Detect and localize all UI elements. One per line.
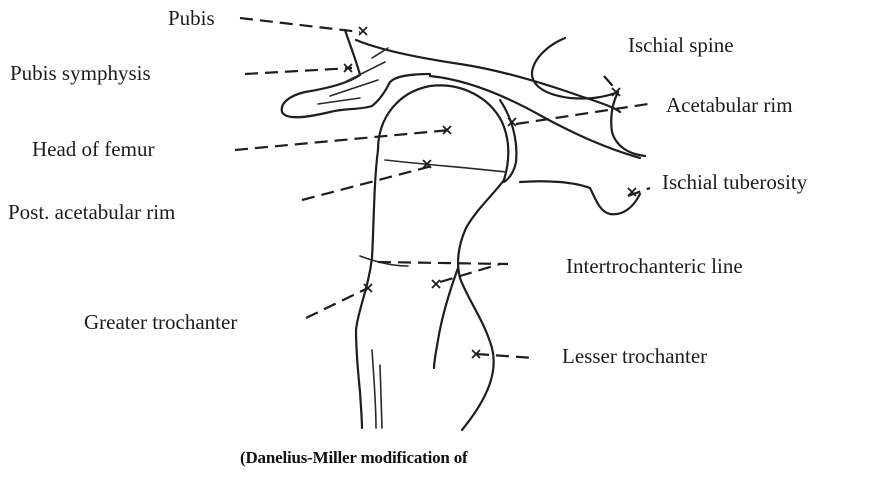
leader-lesser-trochanter <box>476 354 534 358</box>
label-post-acetabular-rim: Post. acetabular rim <box>8 202 175 223</box>
label-pubis: Pubis <box>168 8 215 29</box>
label-pubis-symphysis: Pubis symphysis <box>10 63 151 84</box>
figure-caption: (Danelius-Miller modification of <box>240 448 467 468</box>
label-ischial-tuberosity: Ischial tuberosity <box>662 172 807 193</box>
leader-intertrochanteric-line-2 <box>440 264 500 282</box>
label-lesser-trochanter: Lesser trochanter <box>562 346 707 367</box>
pubic-ramus-lower-outline <box>330 74 430 112</box>
label-greater-trochanter: Greater trochanter <box>84 312 237 333</box>
leader-pubis-symphysis <box>245 68 352 74</box>
marker-intertrochanteric-line <box>432 280 440 288</box>
leader-ischial-spine <box>604 76 618 92</box>
pubis-hatch-4 <box>318 98 360 104</box>
leader-post-acetabular-rim <box>302 166 432 200</box>
femur-medial-outline <box>458 180 504 430</box>
label-acetabular-rim: Acetabular rim <box>666 95 793 116</box>
label-head-of-femur: Head of femur <box>32 139 154 160</box>
ischial-spine-outline <box>532 38 618 99</box>
label-intertrochanteric-line: Intertrochanteric line <box>566 256 743 277</box>
neck-transverse-line <box>385 160 506 172</box>
ischium-posterior-outline <box>611 92 645 156</box>
superior-pubic-ramus-line <box>356 40 620 112</box>
label-ischial-spine: Ischial spine <box>628 35 734 56</box>
ischial-tuberosity-outline <box>520 181 640 214</box>
leader-head-of-femur <box>235 130 450 150</box>
leader-intertrochanteric-line <box>378 262 508 264</box>
pubis-hatch-3 <box>330 80 378 96</box>
shaft-inner-line-2 <box>380 365 382 428</box>
marker-pubis <box>359 27 367 35</box>
shaft-inner-line <box>372 350 376 428</box>
leader-pubis <box>240 18 360 32</box>
pubis-hatch-1 <box>372 48 388 58</box>
